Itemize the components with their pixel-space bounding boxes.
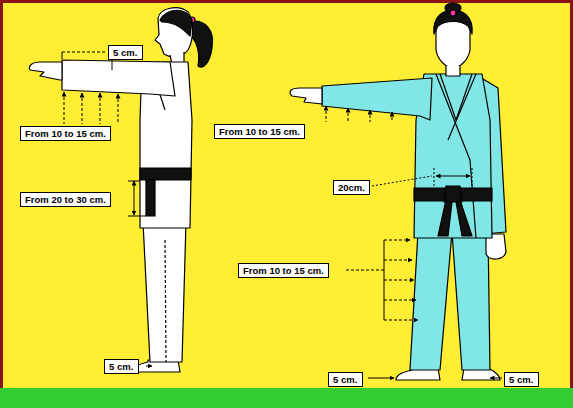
dimension-label: From 10 to 15 cm.	[238, 263, 329, 278]
dimension-text: 5 cm.	[113, 47, 138, 58]
green-floor	[0, 388, 573, 408]
dimension-text: From 20 to 30 cm.	[25, 194, 106, 205]
dimension-label: From 10 to 15 cm.	[214, 124, 305, 139]
dimension-label: 5 cm.	[108, 45, 143, 60]
dimension-text: From 10 to 15 cm.	[243, 265, 324, 276]
dimension-label: From 20 to 30 cm.	[20, 192, 111, 207]
front-figure	[290, 3, 506, 380]
dimension-text: 5 cm.	[333, 374, 358, 385]
dimension-label: 5 cm.	[104, 359, 139, 374]
dimension-label: 5 cm.	[504, 372, 539, 387]
dimension-text: 5 cm.	[109, 361, 134, 372]
dimension-label: 20cm.	[333, 180, 370, 195]
side-figure	[29, 8, 212, 372]
front-dimensions	[326, 106, 502, 378]
dimension-text: 5 cm.	[509, 374, 534, 385]
dimension-text: From 10 to 15 cm.	[219, 126, 300, 137]
dimension-text: 20cm.	[338, 182, 365, 193]
dimension-label: From 10 to 15 cm.	[20, 126, 111, 141]
yellow-ground	[3, 3, 570, 388]
side-dimensions	[62, 52, 152, 366]
dimension-text: From 10 to 15 cm.	[25, 128, 106, 139]
dimension-label: 5 cm.	[328, 372, 363, 387]
